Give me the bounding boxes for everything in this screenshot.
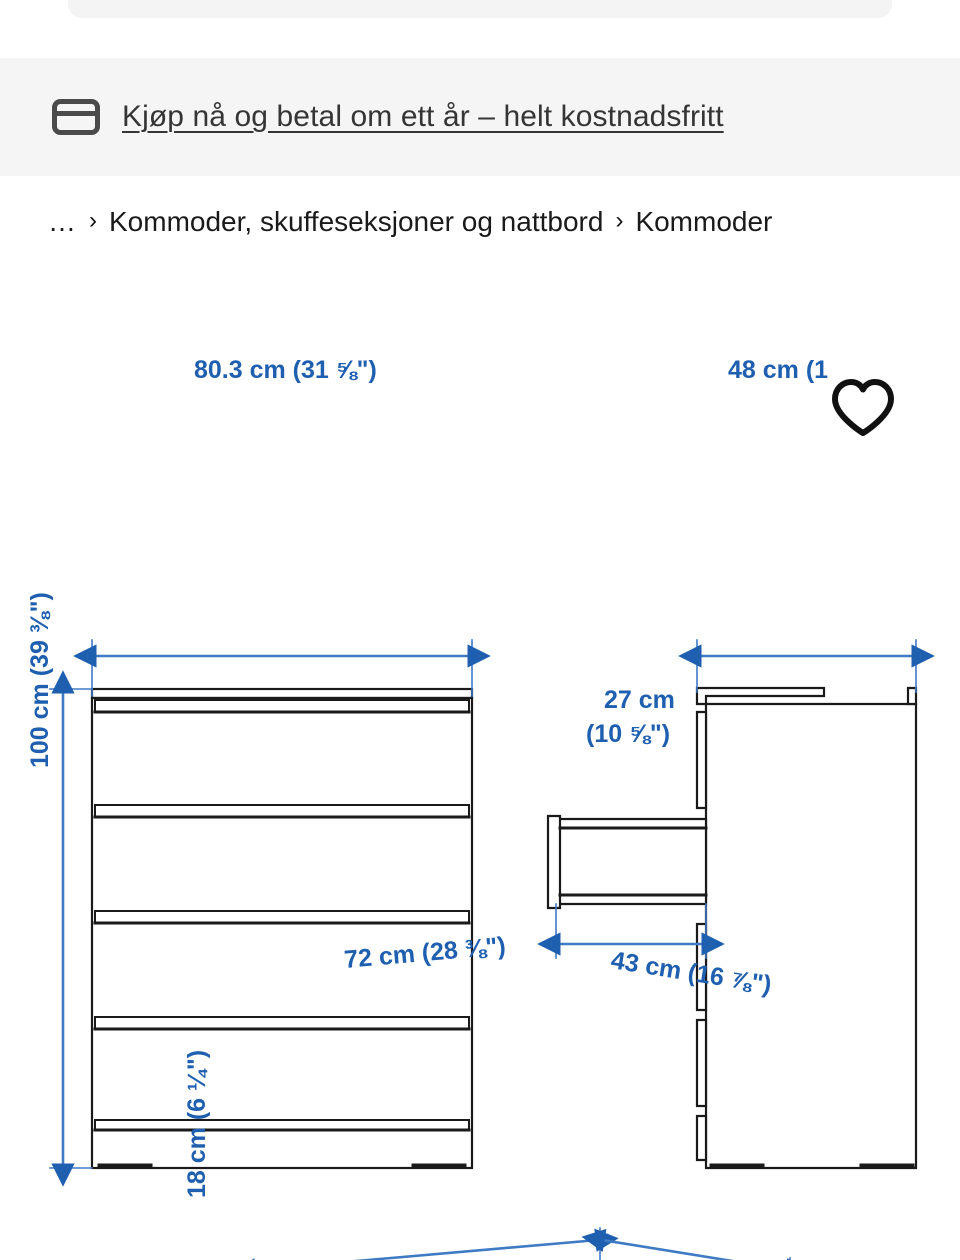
dimension-label-drawer-height: 18 cm (6 ¼") (183, 1050, 211, 1198)
breadcrumb-item-kommoder-skuffeseksjoner-og-nattbord[interactable]: Kommoder, skuffeseksjoner og nattbord (109, 206, 604, 237)
breadcrumb: … › Kommoder, skuffeseksjoner og nattbor… (0, 176, 960, 268)
dimension-label-height: 100 cm (39 ⅜") (26, 592, 54, 768)
promo-link-text[interactable]: Kjøp nå og betal om ett år – helt kostna… (122, 100, 724, 133)
credit-card-icon (52, 99, 100, 135)
breadcrumb-separator-2: › (615, 207, 624, 234)
side-view-outline (546, 686, 918, 1170)
dimension-lines (49, 639, 935, 1260)
breadcrumb-separator-1: › (89, 207, 97, 234)
breadcrumb-ellipsis[interactable]: … (48, 206, 77, 237)
dimension-label-drawer-inner-depth-line1: 27 cm (604, 686, 675, 714)
favorite-button[interactable] (830, 378, 896, 440)
dimension-label-depth: 48 cm (1 (728, 356, 828, 384)
previous-section-card-stub (68, 0, 892, 18)
front-view-outline (90, 687, 474, 1170)
product-dimension-diagram: 80.3 cm (31 ⅝") 48 cm (1 27 cm (10 ⅝") 7… (0, 268, 960, 1260)
dimension-label-width: 80.3 cm (31 ⅝") (194, 356, 377, 384)
dimension-label-drawer-inner-depth-line2: (10 ⅝") (586, 720, 670, 748)
heart-icon (832, 379, 894, 436)
breadcrumb-item-kommoder[interactable]: Kommoder (635, 206, 773, 237)
promo-banner[interactable]: Kjøp nå og betal om ett år – helt kostna… (0, 58, 960, 176)
